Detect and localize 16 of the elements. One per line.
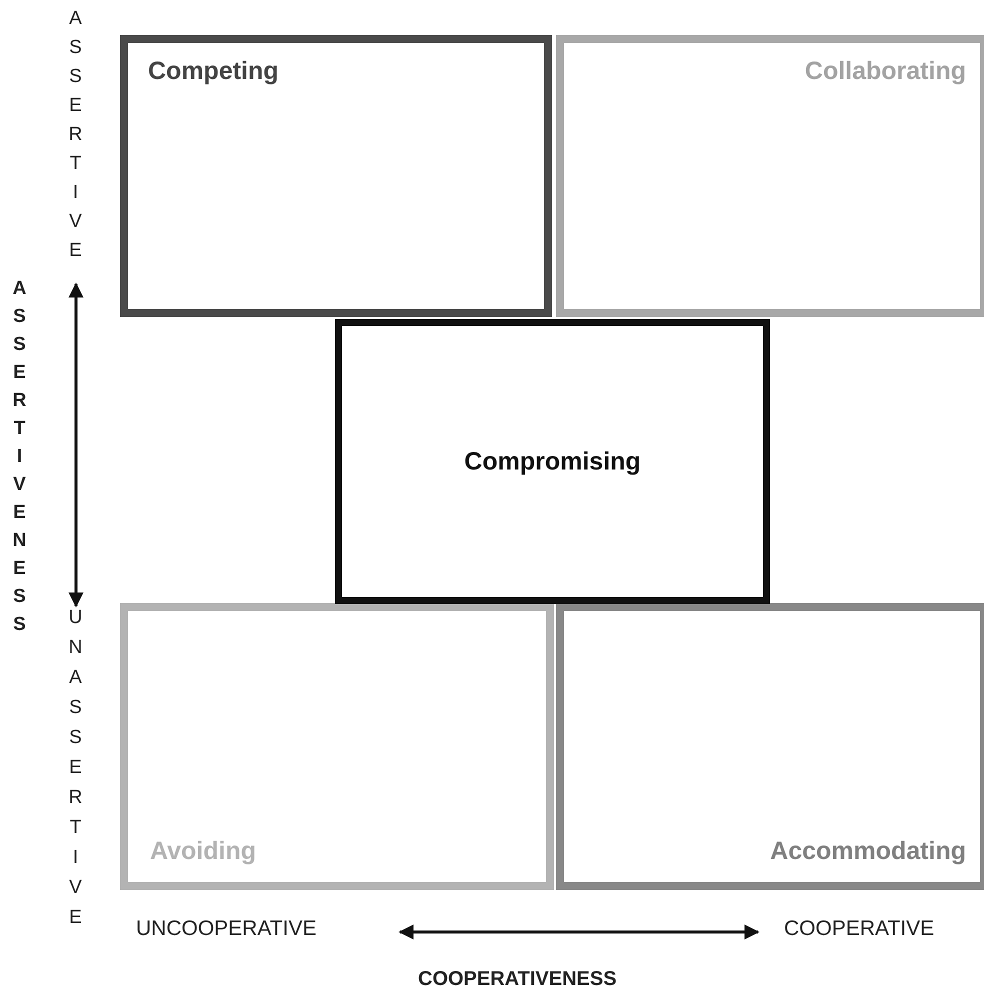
box-title: Avoiding: [150, 837, 256, 866]
style-box: [556, 35, 984, 317]
axis-end-label: UNCOOPERATIVE: [136, 917, 316, 941]
axis-end-label: ASSERTIVE: [64, 8, 86, 269]
style-box: [335, 319, 770, 604]
axis-title: ASSERTIVENESS: [8, 278, 30, 642]
axis-title: COOPERATIVENESS: [418, 968, 617, 991]
box-title: Accommodating: [770, 837, 966, 866]
box-title: Collaborating: [804, 57, 966, 86]
style-box: [556, 603, 984, 890]
box-title: Compromising: [464, 447, 641, 476]
style-box: [120, 35, 552, 317]
axis-end-label: UNASSERTIVE: [64, 607, 86, 937]
axis-end-label: COOPERATIVE: [784, 917, 934, 941]
style-box: [120, 603, 554, 890]
box-title: Competing: [148, 57, 279, 86]
